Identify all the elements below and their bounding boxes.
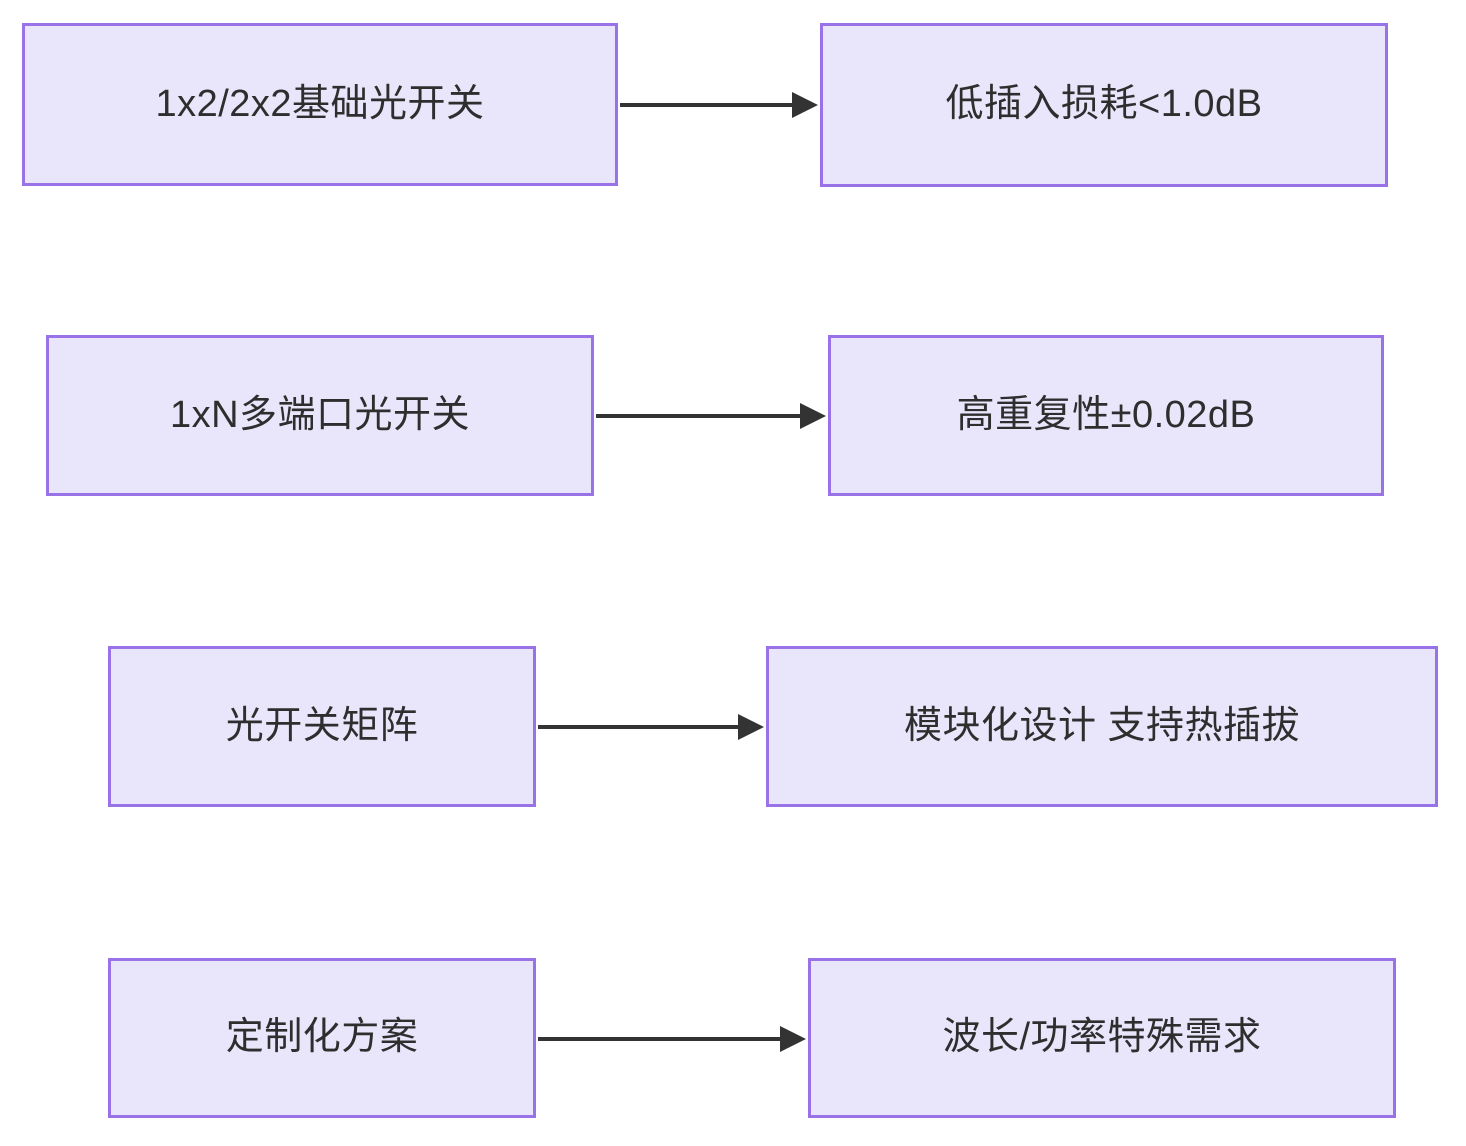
- node-wavelength-power-requirements[interactable]: 波长/功率特殊需求: [808, 958, 1396, 1118]
- node-label: 定制化方案: [225, 1016, 419, 1059]
- arrow-edge-2: [596, 403, 826, 429]
- node-label: 模块化设计 支持热插拔: [903, 704, 1301, 747]
- node-low-insertion-loss[interactable]: 低插入损耗<1.0dB: [820, 23, 1388, 187]
- node-label: 低插入损耗<1.0dB: [945, 83, 1263, 126]
- node-high-repeatability[interactable]: 高重复性±0.02dB: [828, 335, 1384, 496]
- node-label: 1xN多端口光开关: [169, 393, 471, 436]
- arrow-edge-3: [538, 714, 764, 740]
- arrow-edge-4: [538, 1026, 806, 1052]
- node-label: 波长/功率特殊需求: [942, 1016, 1262, 1059]
- node-label: 1x2/2x2基础光开关: [155, 82, 485, 125]
- node-multiport-optical-switch[interactable]: 1xN多端口光开关: [46, 335, 594, 496]
- node-label: 高重复性±0.02dB: [956, 393, 1256, 436]
- node-basic-optical-switch[interactable]: 1x2/2x2基础光开关: [22, 23, 618, 186]
- node-optical-switch-matrix[interactable]: 光开关矩阵: [108, 646, 536, 807]
- node-label: 光开关矩阵: [225, 704, 419, 747]
- node-custom-solution[interactable]: 定制化方案: [108, 958, 536, 1118]
- node-modular-design-hotswap[interactable]: 模块化设计 支持热插拔: [766, 646, 1438, 807]
- arrow-edge-1: [620, 92, 818, 118]
